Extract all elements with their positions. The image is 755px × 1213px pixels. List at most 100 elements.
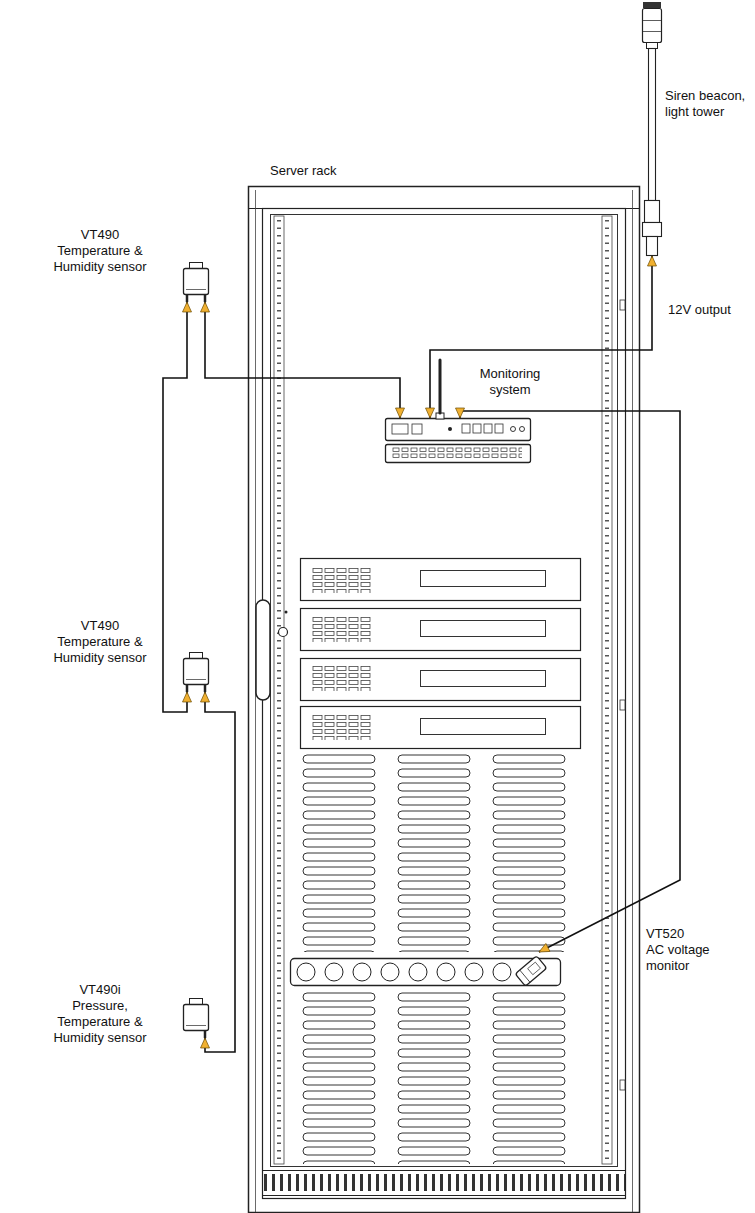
port [392, 424, 408, 434]
outlet [437, 963, 455, 981]
sensor-body [184, 269, 209, 295]
server-case [301, 559, 581, 601]
monitoring-unit: Monitoring system [385, 418, 531, 463]
sensor-body [184, 1005, 209, 1031]
sensor-node: VT490Temperature & Humidity sensor [181, 652, 211, 692]
sensor-tab [190, 263, 203, 269]
vent-panel [300, 992, 585, 1164]
server-case [301, 707, 581, 749]
wire [163, 302, 187, 712]
arrowhead [201, 692, 210, 702]
port [473, 424, 481, 433]
wire [205, 692, 235, 1052]
node-label: VT490iPressure, Temperature & Humidity s… [48, 982, 152, 1046]
door-dot [285, 611, 288, 614]
outlet [325, 963, 343, 981]
server-unit [301, 707, 581, 749]
arrowhead [396, 408, 405, 418]
sensor-port [204, 294, 207, 302]
sensor-node: VT490iPressure, Temperature & Humidity s… [181, 998, 211, 1038]
sensor-body [184, 659, 209, 685]
sensor-port [204, 684, 207, 692]
node-label: VT490Temperature & Humidity sensor [48, 227, 152, 275]
arrowhead [456, 408, 465, 418]
sensor-tab [190, 653, 203, 659]
rail-holes [277, 220, 281, 1160]
light-band [643, 20, 661, 21]
node-label: Siren beacon, light tower [665, 88, 749, 120]
server-display [421, 571, 546, 587]
sensor-line [186, 679, 206, 680]
node-title: Monitoring system [472, 366, 548, 398]
sensor-line [186, 1025, 206, 1026]
sensor-port [204, 1030, 207, 1038]
node-title: Server rack [270, 163, 336, 179]
sensor-line [186, 289, 206, 290]
outlet [493, 963, 511, 981]
rack-post-line [632, 190, 633, 1212]
node-description: Temperature & Humidity sensor [48, 243, 152, 275]
light-band [643, 31, 661, 32]
mounting-rail [602, 216, 612, 1164]
connector [201, 692, 236, 1052]
node-label: Server rack [270, 163, 336, 179]
port [462, 424, 470, 433]
connector [201, 302, 405, 418]
server-unit [301, 559, 581, 601]
node-label: VT520AC voltage monitor [646, 926, 720, 974]
button [511, 427, 516, 432]
door-hinge [620, 300, 625, 310]
node-title: Siren beacon, light tower [665, 88, 749, 120]
led [448, 427, 452, 431]
node-description: AC voltage monitor [646, 942, 720, 974]
node-title: VT520 [646, 926, 720, 942]
outlet [297, 963, 315, 981]
server-unit [301, 609, 581, 651]
port [412, 424, 422, 434]
door-hinge [620, 1080, 625, 1090]
rack-interior [271, 215, 618, 1167]
sensor-node: VT490Temperature & Humidity sensor [181, 262, 211, 302]
drive-bays [312, 665, 372, 691]
outlet [465, 963, 483, 981]
node-title: VT490i [48, 982, 152, 998]
outlet [409, 963, 427, 981]
arrowhead [648, 256, 657, 266]
node-title: VT490 [48, 618, 152, 634]
server-display [421, 719, 546, 735]
server-display [421, 621, 546, 637]
connector [456, 408, 681, 952]
ac-monitor-node: VT520AC voltage monitor [515, 952, 548, 990]
plug-line [520, 970, 530, 982]
plug-window [528, 962, 541, 975]
node-label: VT490Temperature & Humidity sensor [48, 618, 152, 666]
node-label: Monitoring system [472, 366, 548, 398]
patch-panel [386, 445, 531, 463]
tower-base [645, 201, 660, 223]
tower-cap [643, 2, 661, 8]
server-case [301, 659, 581, 701]
sensor-port [186, 684, 189, 692]
patch-ports [392, 447, 522, 459]
arrowhead [426, 408, 435, 418]
sensor-icon [184, 999, 209, 1039]
door-lock [279, 628, 288, 637]
server-case [301, 609, 581, 651]
arrowhead [539, 943, 550, 952]
plug-body [515, 956, 547, 986]
light-tower-node: Siren beacon, light tower [641, 2, 663, 256]
door-hinge [620, 700, 625, 710]
tower-gland [647, 237, 658, 256]
sensor-port [186, 294, 189, 302]
connector [163, 302, 192, 712]
rack-base-vent [263, 1171, 626, 1196]
mounting-rail [274, 216, 284, 1164]
antenna [439, 360, 442, 413]
arrowhead [201, 302, 210, 312]
tower-nut [643, 223, 662, 237]
server-rack: Server rackMonitoring systemVT520AC volt… [248, 186, 640, 1213]
outlet [353, 963, 371, 981]
tower-neck [647, 43, 658, 49]
